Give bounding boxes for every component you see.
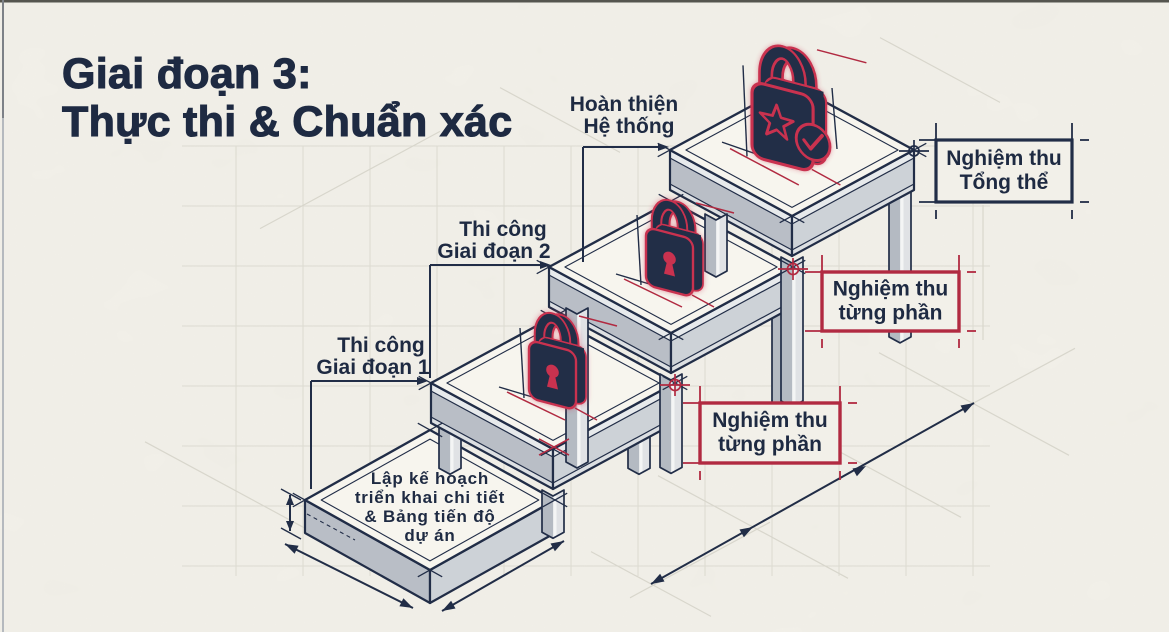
svg-text:Thi công: Thi công [337, 334, 425, 357]
svg-text:Nghiệm thu: Nghiệm thu [712, 409, 828, 432]
svg-text:Giai đoạn 1: Giai đoạn 1 [316, 356, 430, 379]
svg-text:Tổng thể: Tổng thể [960, 171, 1049, 194]
svg-text:từng phần: từng phần [839, 302, 943, 325]
svg-text:triển khai chi tiết: triển khai chi tiết [355, 488, 505, 507]
svg-text:Thực thi & Chuẩn xác: Thực thi & Chuẩn xác [62, 98, 512, 146]
svg-text:dự án: dự án [404, 526, 455, 545]
svg-text:Thi công: Thi công [459, 218, 547, 241]
svg-text:Lập kế hoạch: Lập kế hoạch [371, 469, 489, 488]
svg-text:từng phần: từng phần [718, 433, 822, 456]
svg-text:Hoàn thiện: Hoàn thiện [570, 93, 679, 116]
svg-text:Nghiệm thu: Nghiệm thu [946, 147, 1062, 170]
svg-text:Nghiệm thu: Nghiệm thu [833, 278, 949, 301]
svg-text:Giai đoạn 2: Giai đoạn 2 [437, 240, 550, 263]
svg-text:Giai đoạn 3:: Giai đoạn 3: [62, 50, 312, 98]
svg-text:Hệ thống: Hệ thống [584, 115, 675, 138]
svg-text:& Bảng tiến độ: & Bảng tiến độ [364, 507, 495, 526]
